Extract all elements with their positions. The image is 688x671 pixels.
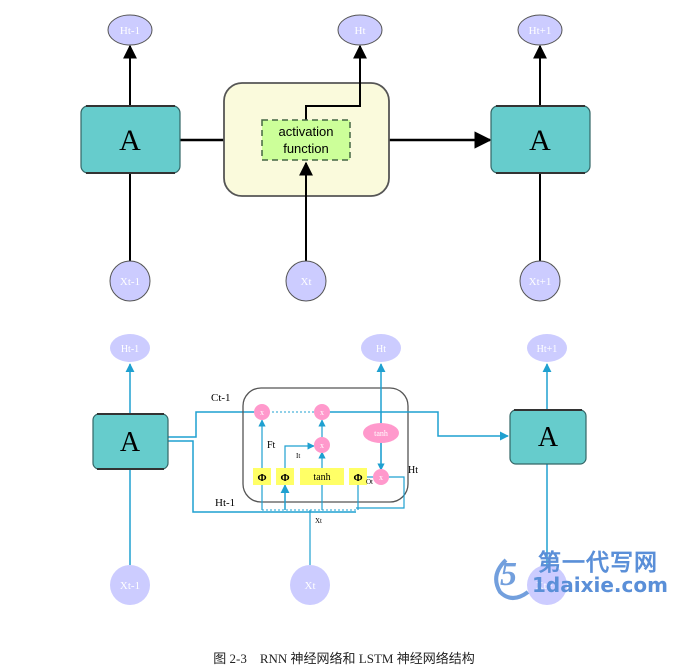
watermark-logo: 5 [494, 556, 530, 600]
svg-text:Xt: Xt [301, 276, 312, 288]
rnn-output-node-next: Ht+1 [517, 14, 563, 46]
svg-text:Ht-1: Ht-1 [120, 25, 140, 37]
svg-text:A: A [120, 427, 141, 458]
watermark-text: 第一代写网 [538, 550, 658, 576]
svg-text:Φ: Φ [257, 472, 266, 484]
svg-text:A: A [119, 124, 141, 157]
lstm-cell-left: A [92, 413, 169, 470]
label-input: It [296, 452, 300, 460]
svg-text:x: x [320, 441, 324, 450]
svg-text:A: A [529, 124, 551, 157]
svg-text:Ht: Ht [376, 344, 386, 355]
input-gate: Φ [276, 468, 294, 485]
svg-text:5: 5 [500, 556, 517, 593]
rnn-cell-right: A [490, 105, 591, 174]
svg-text:Xt-1: Xt-1 [120, 276, 140, 288]
lstm-section: Φ Φ tanh Φ x x x x [92, 334, 587, 605]
label-h-prev: Ht-1 [215, 497, 235, 509]
activation-label-line1: activation [279, 124, 334, 139]
svg-text:Xt-1: Xt-1 [120, 580, 140, 592]
lstm-input-node-next: Xt+1 [527, 565, 567, 605]
state-multiply-node: x [314, 404, 330, 420]
svg-text:tanh: tanh [313, 472, 330, 483]
label-output: Ot [366, 478, 373, 486]
svg-text:Φ: Φ [353, 472, 362, 484]
svg-text:Ht+1: Ht+1 [529, 25, 552, 37]
rnn-input-node-prev: Xt-1 [109, 260, 151, 302]
lstm-output-node-current: Ht [361, 334, 401, 362]
lstm-input-node-current: Xt [290, 565, 330, 605]
lstm-input-node-prev: Xt-1 [110, 565, 150, 605]
activation-label-line2: function [283, 141, 329, 156]
label-c-prev: Ct-1 [211, 392, 231, 404]
label-x-in: Xt [315, 517, 322, 525]
watermark-url: 1daixie.com [532, 573, 668, 597]
svg-text:x: x [260, 408, 264, 417]
lstm-cell-right: A [509, 409, 587, 465]
svg-text:Ht-1: Ht-1 [121, 344, 139, 355]
svg-text:Ht+1: Ht+1 [537, 344, 558, 355]
rnn-section: activation function A A Ht-1 Ht Ht+1 [80, 14, 591, 302]
output-gate: Φ [349, 468, 367, 485]
rnn-input-node-current: Xt [285, 260, 327, 302]
activation-function-box [261, 119, 351, 161]
svg-text:Ht: Ht [355, 25, 366, 37]
input-multiply-node: x [314, 437, 330, 453]
svg-text:Xt: Xt [305, 580, 316, 592]
rnn-output-node-prev: Ht-1 [107, 14, 153, 46]
output-multiply-node: x [373, 469, 389, 485]
tanh-gate: tanh [300, 468, 344, 485]
svg-text:x: x [320, 408, 324, 417]
label-forget: Ft [267, 440, 276, 451]
lstm-output-node-prev: Ht-1 [110, 334, 150, 362]
forget-gate: Φ [253, 468, 271, 485]
rnn-cell-left: A [80, 105, 181, 174]
label-h-out: Ht [408, 465, 418, 476]
output-tanh-node: tanh [363, 423, 399, 443]
lstm-output-node-next: Ht+1 [527, 334, 567, 362]
svg-text:Xt+1: Xt+1 [529, 276, 552, 288]
rnn-input-node-next: Xt+1 [519, 260, 561, 302]
svg-text:x: x [379, 473, 383, 482]
svg-text:A: A [538, 422, 559, 453]
forget-multiply-node: x [254, 404, 270, 420]
rnn-output-node-current: Ht [337, 14, 383, 46]
figure-caption: 图 2-3 RNN 神经网络和 LSTM 神经网络结构 [213, 651, 475, 666]
svg-text:Xt+1: Xt+1 [536, 580, 559, 592]
lstm-unit-box [242, 387, 409, 503]
svg-text:tanh: tanh [374, 429, 388, 438]
svg-text:Φ: Φ [280, 472, 289, 484]
